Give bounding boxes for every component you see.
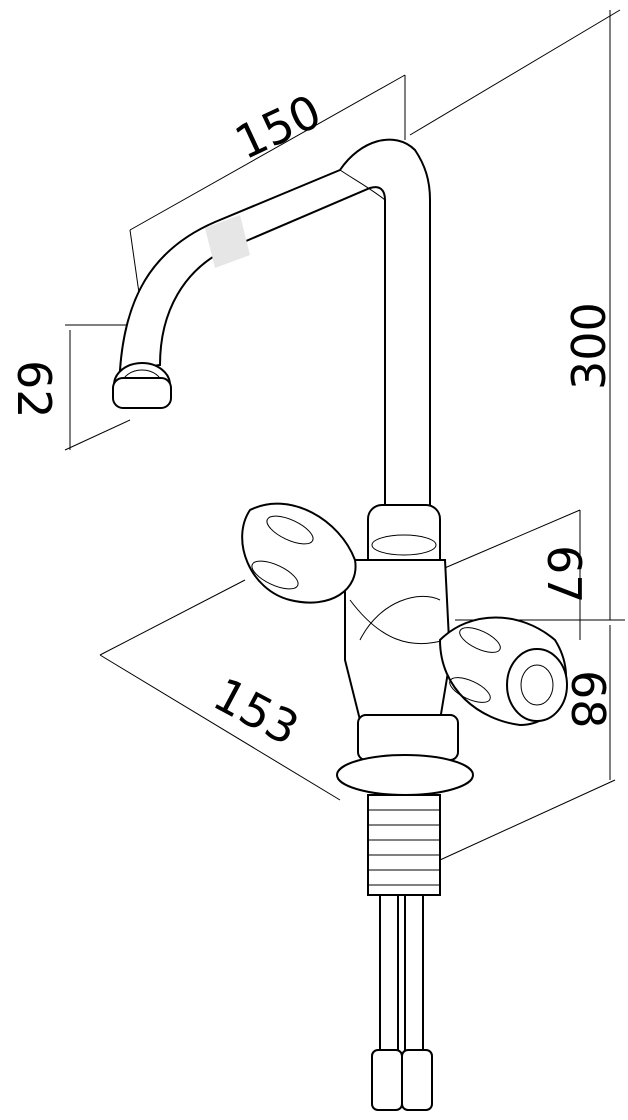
dim-handle-height: 67 <box>537 545 591 604</box>
right-handle[interactable] <box>438 616 568 727</box>
dim-spout-outlet-height: 62 <box>7 360 61 419</box>
dim-base-height: 68 <box>561 670 615 729</box>
dim-handle-span: 153 <box>205 667 308 756</box>
faucet-body <box>336 504 474 1111</box>
dim-total-height: 300 <box>562 302 616 390</box>
spout <box>112 138 431 521</box>
dim-spout-reach: 150 <box>227 84 329 170</box>
dimension-lines <box>64 9 625 861</box>
left-handle[interactable] <box>241 502 357 604</box>
